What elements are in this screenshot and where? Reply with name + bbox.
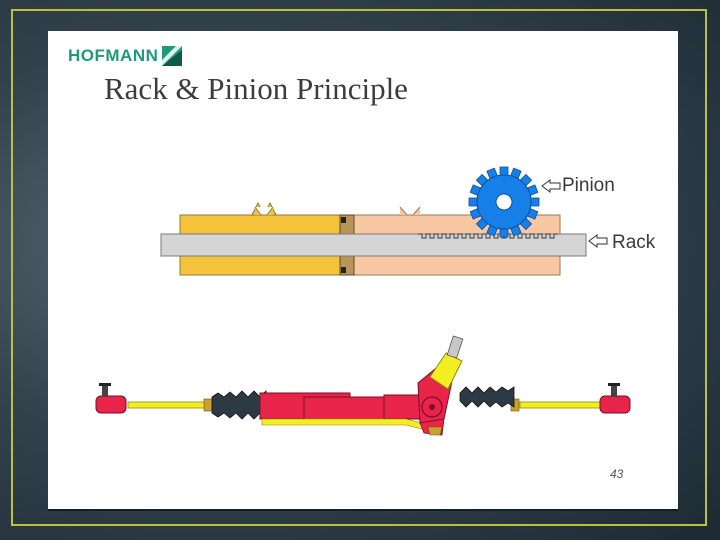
rack-bar (160, 233, 587, 257)
hofmann-logo: HOFMANN (68, 45, 183, 67)
pinion-label: Pinion (562, 175, 615, 196)
pinion-gear (468, 166, 540, 238)
rack-label: Rack (612, 232, 656, 253)
pinion-arrow-icon (541, 179, 561, 193)
slide-title: Rack & Pinion Principle (104, 71, 408, 106)
slide-bottom-rule (48, 509, 678, 511)
logo-text: HOFMANN (68, 46, 159, 65)
steering-gear-assembly (95, 335, 631, 436)
page-number: 43 (610, 467, 624, 481)
logo-mark-icon (162, 46, 183, 66)
slide: HOFMANN Rack & Pinion Principle (48, 31, 678, 509)
slide-frame (11, 9, 707, 526)
rack-pinion-diagram (95, 166, 631, 436)
rack-arrow-icon (588, 234, 608, 248)
